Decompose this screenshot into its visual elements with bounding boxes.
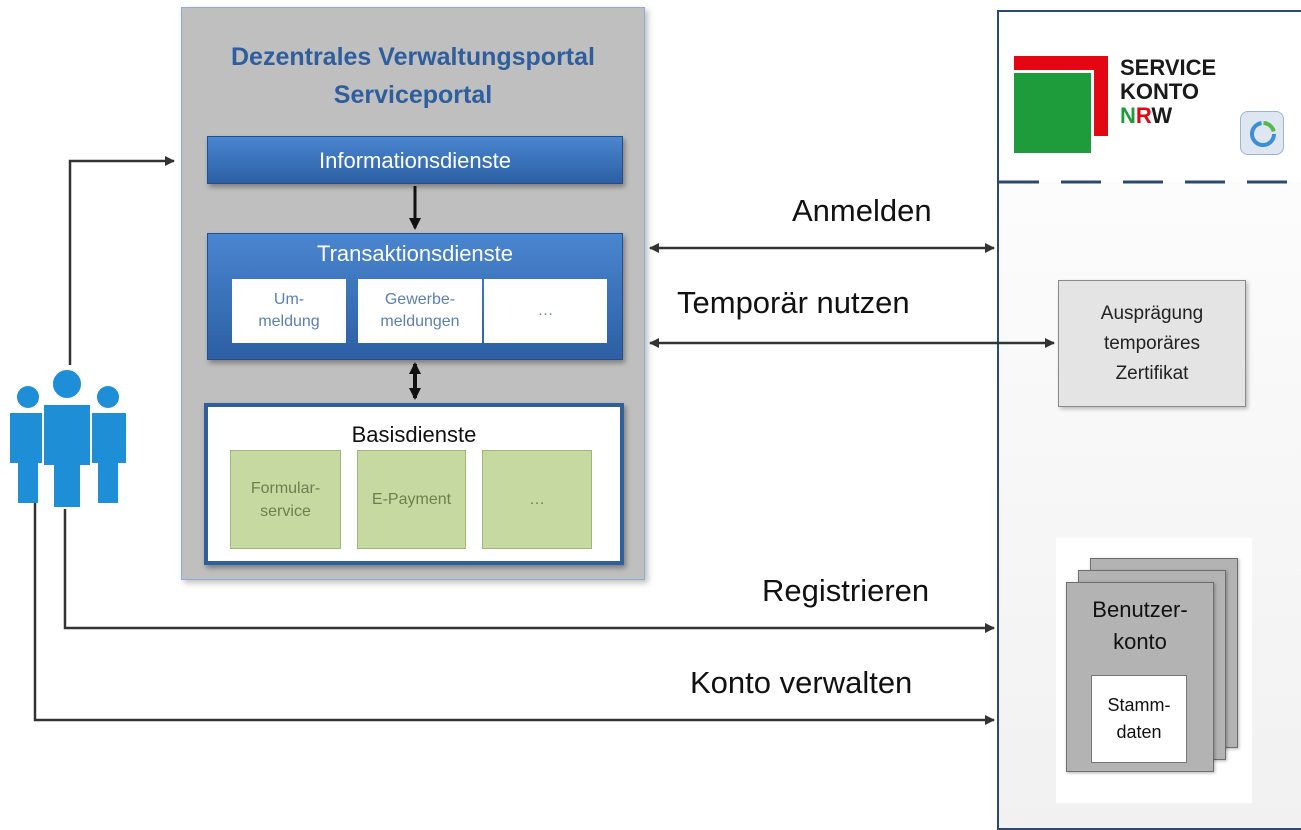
arrow-user-to-portal bbox=[68, 156, 175, 365]
label-anmelden: Anmelden bbox=[792, 193, 932, 228]
logo-text-nrw: NRW bbox=[1120, 104, 1172, 128]
formular-line1: Formular- bbox=[250, 479, 321, 497]
account-title-line2: konto bbox=[1113, 629, 1167, 654]
ring-badge-icon bbox=[1240, 111, 1284, 155]
service-more-base: … bbox=[482, 450, 592, 549]
portal-title: Dezentrales Verwaltungsportal Servicepor… bbox=[181, 38, 645, 114]
master-data-line1: Stamm- bbox=[1107, 695, 1171, 715]
logo-red-bar-vertical bbox=[1094, 56, 1108, 136]
logo-text-konto: KONTO bbox=[1120, 79, 1200, 104]
information-services-label: Informationsdienste bbox=[319, 148, 511, 173]
users-group-icon bbox=[10, 368, 126, 509]
epayment-label: E-Payment bbox=[371, 491, 452, 508]
user-account-title: Benutzer- konto bbox=[1066, 594, 1214, 658]
portal-title-line2: Serviceportal bbox=[333, 81, 493, 109]
certificate-line1: Ausprägung bbox=[1100, 302, 1204, 324]
temporary-certificate-box: Ausprägung temporäres Zertifikat bbox=[1058, 280, 1246, 407]
service-formularservice: Formular-service bbox=[230, 450, 341, 549]
more-transactions-label: … bbox=[537, 302, 554, 319]
gewerbe-line1: Gewerbe- bbox=[384, 291, 456, 308]
ummeldung-line1: Um- bbox=[273, 291, 305, 308]
logo-letter-w: W bbox=[1151, 103, 1173, 128]
information-services-box: Informationsdienste bbox=[207, 136, 623, 184]
more-base-label: … bbox=[529, 491, 545, 508]
master-data-line2: daten bbox=[1116, 722, 1162, 742]
label-konto-verwalten: Konto verwalten bbox=[690, 665, 913, 700]
formular-line2: service bbox=[260, 502, 311, 520]
service-ummeldung: Um-meldung bbox=[232, 279, 346, 343]
gewerbe-line2: meldungen bbox=[380, 313, 460, 330]
logo-letter-n: N bbox=[1120, 103, 1136, 128]
service-more-transactions: … bbox=[484, 279, 607, 343]
logo-red-bar-horizontal bbox=[1014, 56, 1108, 70]
certificate-line3: Zertifikat bbox=[1115, 362, 1189, 384]
logo-letter-r: R bbox=[1135, 103, 1152, 128]
logo-green-square bbox=[1014, 73, 1091, 153]
arrow-registrieren bbox=[63, 505, 995, 633]
portal-title-line1: Dezentrales Verwaltungsportal bbox=[230, 43, 595, 71]
label-temporaer-nutzen: Temporär nutzen bbox=[677, 285, 910, 320]
certificate-line2: temporäres bbox=[1103, 332, 1201, 354]
logo-text-service: SERVICE bbox=[1120, 55, 1217, 80]
base-services-title: Basisdienste bbox=[351, 422, 477, 447]
account-title-line1: Benutzer- bbox=[1092, 597, 1188, 622]
service-epayment: E-Payment bbox=[357, 450, 466, 549]
service-gewerbemeldungen: Gewerbe-meldungen bbox=[358, 279, 482, 343]
ummeldung-line2: meldung bbox=[258, 313, 320, 330]
transaction-services-title: Transaktionsdienste bbox=[316, 241, 514, 266]
arrow-konto-verwalten bbox=[33, 495, 995, 725]
label-registrieren: Registrieren bbox=[762, 573, 930, 608]
master-data-box: Stamm- daten bbox=[1091, 675, 1187, 763]
